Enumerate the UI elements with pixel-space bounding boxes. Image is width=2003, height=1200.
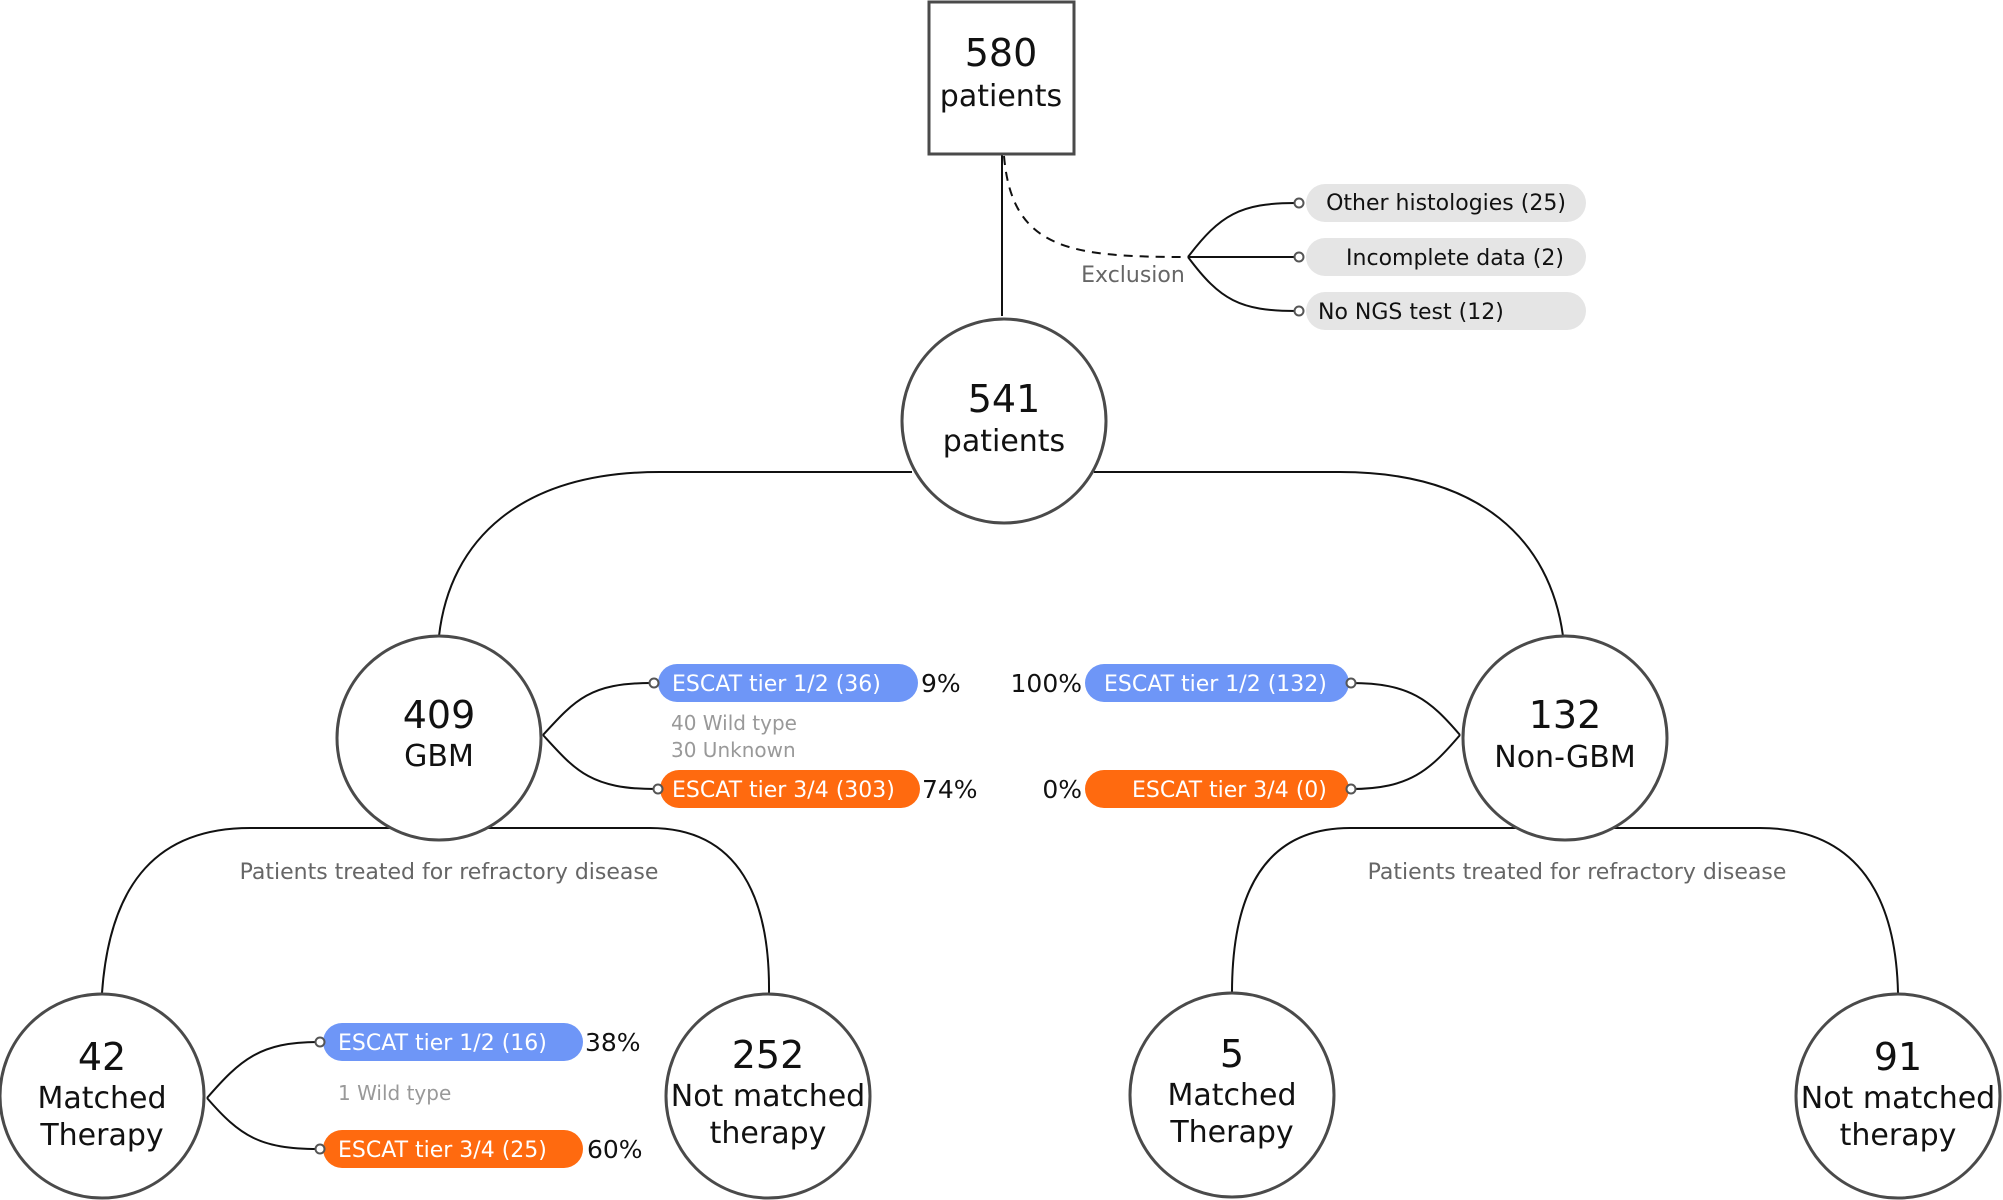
gbm-tier34-pill (660, 770, 920, 808)
exclusion-item-no-ngs: No NGS test (12) (1318, 300, 1504, 325)
nongbm-notmatched-count: 91 (1874, 1035, 1922, 1079)
gbm-notmatched-circle (664, 992, 872, 1200)
exclusion-pill-incomplete-data (1306, 238, 1586, 276)
nongbm-matched-circle (1128, 991, 1336, 1199)
nongbm-tier34-label: ESCAT tier 3/4 (0) (1132, 778, 1327, 803)
gbm-matched-tier12-pill (323, 1023, 583, 1061)
gbm-count: 409 (403, 693, 476, 737)
gbm-tier12-percent: 9% (921, 669, 961, 698)
gbm-matched-circle (0, 992, 206, 1200)
exclusion-connector-dot-2 (1293, 251, 1305, 263)
connector-gbm-tiers (542, 682, 656, 790)
gbm-tier12-label: ESCAT tier 1/2 (36) (672, 672, 881, 697)
exclusion-connector-dot-1 (1293, 197, 1305, 209)
gbm-notmatched-label-line2: therapy (710, 1116, 827, 1151)
gbm-label: GBM (404, 739, 474, 774)
gbm-notmatched-label-line1: Not matched (671, 1079, 865, 1114)
nongbm-tier34-pill (1085, 770, 1349, 808)
nongbm-matched-label-line2: Therapy (1169, 1115, 1293, 1150)
connector-matched-tiers (206, 1041, 319, 1150)
gbm-matched-tier34-pill (323, 1130, 583, 1168)
connector-exclusion-fork (1187, 202, 1297, 312)
gbm-matched-note-wild-type: 1 Wild type (338, 1081, 451, 1105)
gbm-tier12-pill (658, 664, 918, 702)
gbm-matched-count: 42 (78, 1035, 126, 1079)
nongbm-notmatched-label-line1: Not matched (1801, 1081, 1995, 1116)
exclusion-connector-dot-3 (1293, 305, 1305, 317)
connector-exclusion-dashed (1003, 155, 1189, 258)
gbm-matched-tier34-label: ESCAT tier 3/4 (25) (338, 1138, 547, 1163)
gbm-matched-tier12-dot (314, 1036, 326, 1048)
exclusion-pill-other-histologies (1306, 184, 1586, 222)
nongbm-circle (1461, 634, 1669, 842)
gbm-tier34-label: ESCAT tier 3/4 (303) (672, 778, 895, 803)
nongbm-tier34-dot (1345, 783, 1357, 795)
gbm-matched-tier12-label: ESCAT tier 1/2 (16) (338, 1031, 547, 1056)
exclusion-pill-no-ngs (1306, 292, 1586, 330)
gbm-matched-tier34-dot (314, 1143, 326, 1155)
gbm-note-wild-type: 40 Wild type (671, 711, 797, 735)
connector-nongbm-tiers (1350, 682, 1461, 790)
root-patients-count: 541 (968, 377, 1041, 421)
gbm-notmatched-count: 252 (732, 1033, 805, 1077)
gbm-matched-label-line1: Matched (37, 1081, 166, 1116)
root-patients-circle (900, 317, 1108, 525)
nongbm-refractory-caption: Patients treated for refractory disease (1368, 860, 1787, 885)
nongbm-notmatched-label-line2: therapy (1840, 1118, 1957, 1153)
connector-gbm-to-notmatched (530, 827, 771, 994)
gbm-note-unknown: 30 Unknown (671, 738, 796, 762)
gbm-matched-tier34-percent: 60% (587, 1135, 643, 1164)
connector-nongbm-to-matched (1231, 827, 1520, 994)
connector-gbm-to-matched (101, 827, 530, 994)
nongbm-notmatched-circle (1794, 992, 2002, 1200)
nongbm-tier34-percent: 0% (1042, 775, 1082, 804)
nongbm-matched-label-line1: Matched (1167, 1078, 1296, 1113)
gbm-refractory-caption: Patients treated for refractory disease (240, 860, 659, 885)
gbm-tier12-dot (648, 677, 660, 689)
total-patients-box (927, 0, 1076, 156)
connector-nongbm-to-notmatched (1520, 827, 1899, 994)
nongbm-matched-count: 5 (1220, 1032, 1244, 1076)
gbm-tier34-percent: 74% (922, 775, 978, 804)
nongbm-label: Non-GBM (1494, 740, 1635, 775)
nongbm-tier12-label: ESCAT tier 1/2 (132) (1104, 672, 1327, 697)
nongbm-tier12-dot (1345, 677, 1357, 689)
nongbm-count: 132 (1529, 693, 1602, 737)
total-patients-label: patients (940, 79, 1062, 114)
gbm-tier34-dot (652, 783, 664, 795)
connector-root-to-gbm (438, 471, 912, 637)
connector-root-to-nongbm (1094, 471, 1564, 637)
nongbm-tier12-pill (1085, 664, 1349, 702)
gbm-circle (335, 634, 543, 842)
total-patients-count: 580 (965, 31, 1038, 75)
root-patients-label: patients (943, 424, 1065, 459)
gbm-matched-tier12-percent: 38% (585, 1028, 641, 1057)
nongbm-tier12-percent: 100% (1011, 669, 1082, 698)
exclusion-item-incomplete-data: Incomplete data (2) (1346, 246, 1564, 271)
gbm-matched-label-line2: Therapy (39, 1118, 163, 1153)
exclusion-label: Exclusion (1081, 263, 1185, 288)
exclusion-item-other-histologies: Other histologies (25) (1326, 191, 1566, 216)
